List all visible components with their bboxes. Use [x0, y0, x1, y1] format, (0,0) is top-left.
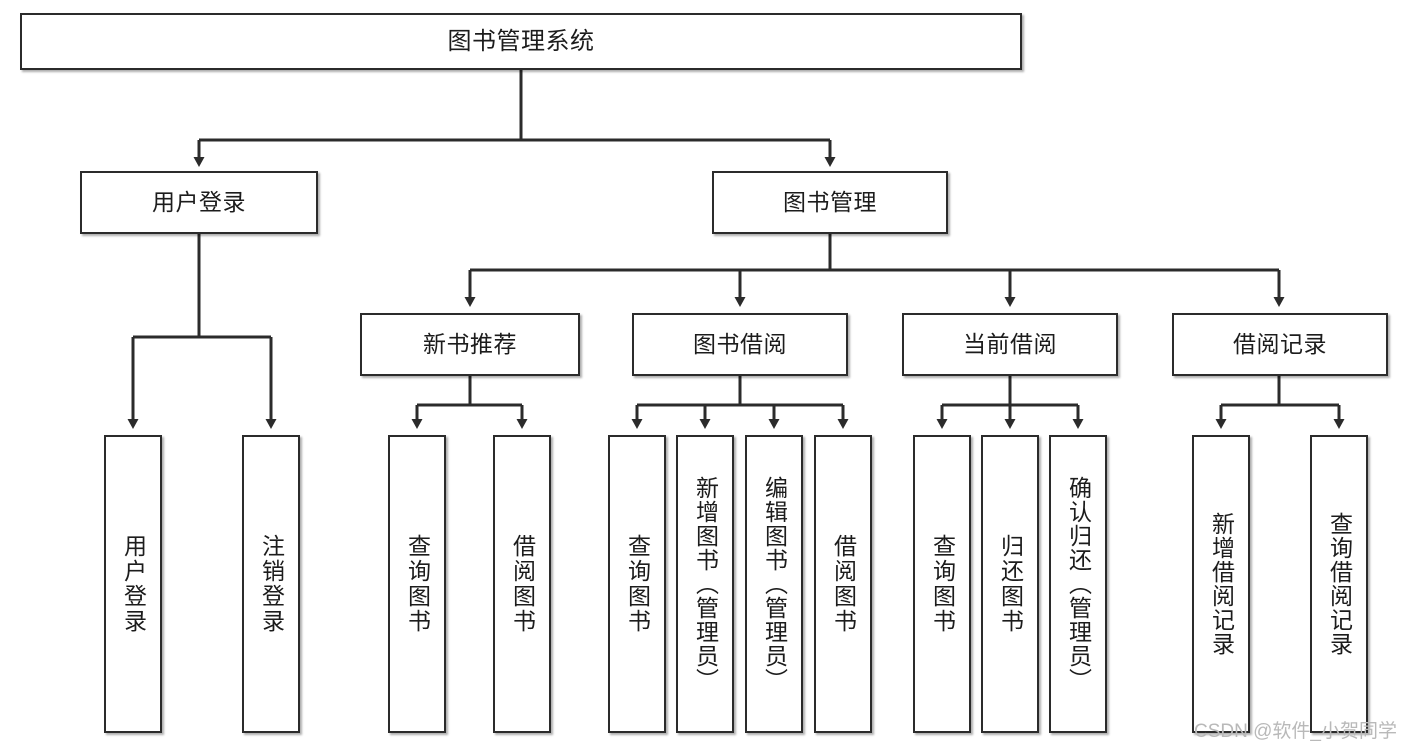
node-label: 用户登录 — [152, 189, 246, 216]
leaf-logout[interactable]: 注销登录 — [242, 435, 300, 733]
node-label: 查询图书 — [929, 534, 956, 634]
node-new-book-recommend[interactable]: 新书推荐 — [360, 313, 580, 376]
node-borrow-record[interactable]: 借阅记录 — [1172, 313, 1388, 376]
node-label: 借阅记录 — [1233, 331, 1327, 358]
leaf-query-borrow-record[interactable]: 查询借阅记录 — [1310, 435, 1368, 733]
node-root-system[interactable]: 图书管理系统 — [20, 13, 1022, 70]
leaf-query-book-current[interactable]: 查询图书 — [913, 435, 971, 733]
node-label: 新增借阅记录 — [1208, 512, 1235, 656]
node-label: 借阅图书 — [830, 534, 857, 634]
node-label: 用户登录 — [120, 534, 147, 634]
leaf-add-borrow-record[interactable]: 新增借阅记录 — [1192, 435, 1250, 733]
node-label: 图书管理 — [783, 189, 877, 216]
node-label: 新书推荐 — [423, 331, 517, 358]
node-book-borrow[interactable]: 图书借阅 — [632, 313, 848, 376]
node-label: 查询借阅记录 — [1326, 512, 1353, 656]
leaf-return-book[interactable]: 归还图书 — [981, 435, 1039, 733]
node-label: 归还图书 — [997, 534, 1024, 634]
leaf-confirm-return-admin[interactable]: 确认归还（管理员） — [1049, 435, 1107, 733]
node-label: 查询图书 — [404, 534, 431, 634]
leaf-add-book-admin[interactable]: 新增图书（管理员） — [676, 435, 734, 733]
node-user-login[interactable]: 用户登录 — [80, 171, 318, 234]
node-label: 新增图书（管理员） — [692, 476, 719, 692]
node-label: 编辑图书（管理员） — [761, 476, 788, 692]
node-label: 当前借阅 — [963, 331, 1057, 358]
node-label: 借阅图书 — [509, 534, 536, 634]
node-label: 图书管理系统 — [447, 27, 595, 55]
leaf-borrow-book[interactable]: 借阅图书 — [814, 435, 872, 733]
leaf-edit-book-admin[interactable]: 编辑图书（管理员） — [745, 435, 803, 733]
leaf-query-book-borrow[interactable]: 查询图书 — [608, 435, 666, 733]
node-label: 注销登录 — [258, 534, 285, 634]
node-label: 查询图书 — [624, 534, 651, 634]
leaf-borrow-book-recommend[interactable]: 借阅图书 — [493, 435, 551, 733]
node-book-management[interactable]: 图书管理 — [712, 171, 948, 234]
leaf-user-login[interactable]: 用户登录 — [104, 435, 162, 733]
watermark-text: CSDN @软件_小贺同学 — [1194, 721, 1397, 742]
node-label: 图书借阅 — [693, 331, 787, 358]
node-label: 确认归还（管理员） — [1065, 476, 1092, 692]
leaf-query-book-recommend[interactable]: 查询图书 — [388, 435, 446, 733]
node-current-borrow[interactable]: 当前借阅 — [902, 313, 1118, 376]
